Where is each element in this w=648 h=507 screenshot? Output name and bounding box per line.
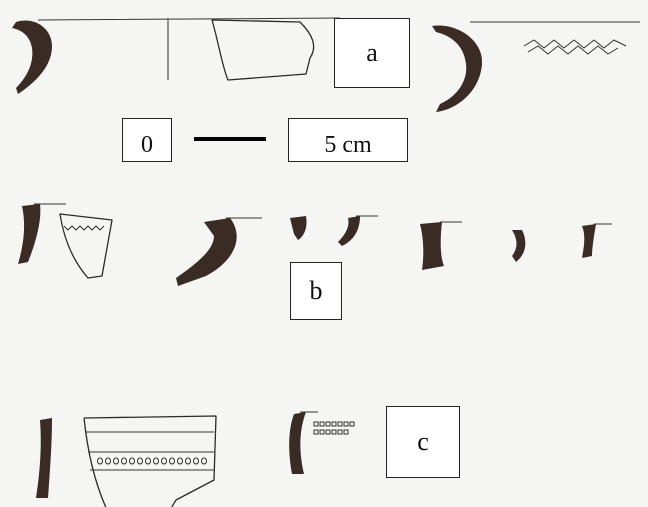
rim-profile-b7 bbox=[582, 224, 596, 258]
sherd-outline-b1 bbox=[59, 213, 113, 279]
rim-profile-b2 bbox=[176, 218, 237, 286]
rim-profile-b6 bbox=[512, 230, 526, 262]
sherd-outline-a bbox=[211, 19, 315, 81]
rim-profile-b3 bbox=[290, 216, 307, 240]
row-b-group bbox=[18, 203, 612, 286]
label-b: b bbox=[290, 262, 342, 320]
scale-label-end: 5 cm bbox=[288, 118, 408, 162]
label-c: c bbox=[386, 406, 460, 478]
row-a-group bbox=[12, 17, 640, 112]
scale-label-start: 0 bbox=[122, 118, 172, 162]
rim-profile-c2 bbox=[289, 412, 306, 474]
row-c-group bbox=[36, 411, 355, 507]
rim-profile-b4 bbox=[338, 216, 360, 246]
rim-profile-a2 bbox=[432, 25, 483, 112]
rim-profile-c1 bbox=[36, 418, 52, 498]
zigzag-decoration bbox=[523, 39, 627, 49]
label-a: a bbox=[334, 18, 410, 88]
rim-profile-a1 bbox=[12, 20, 52, 94]
dot-row-decoration bbox=[97, 457, 207, 465]
zigzag-decoration-2 bbox=[527, 45, 619, 55]
rim-profile-b5 bbox=[420, 222, 444, 270]
section-line-a bbox=[37, 17, 341, 80]
rim-decoration-b1 bbox=[63, 225, 105, 231]
rim-profile-b1 bbox=[18, 204, 41, 264]
stamp-decoration-c2 bbox=[313, 421, 355, 435]
